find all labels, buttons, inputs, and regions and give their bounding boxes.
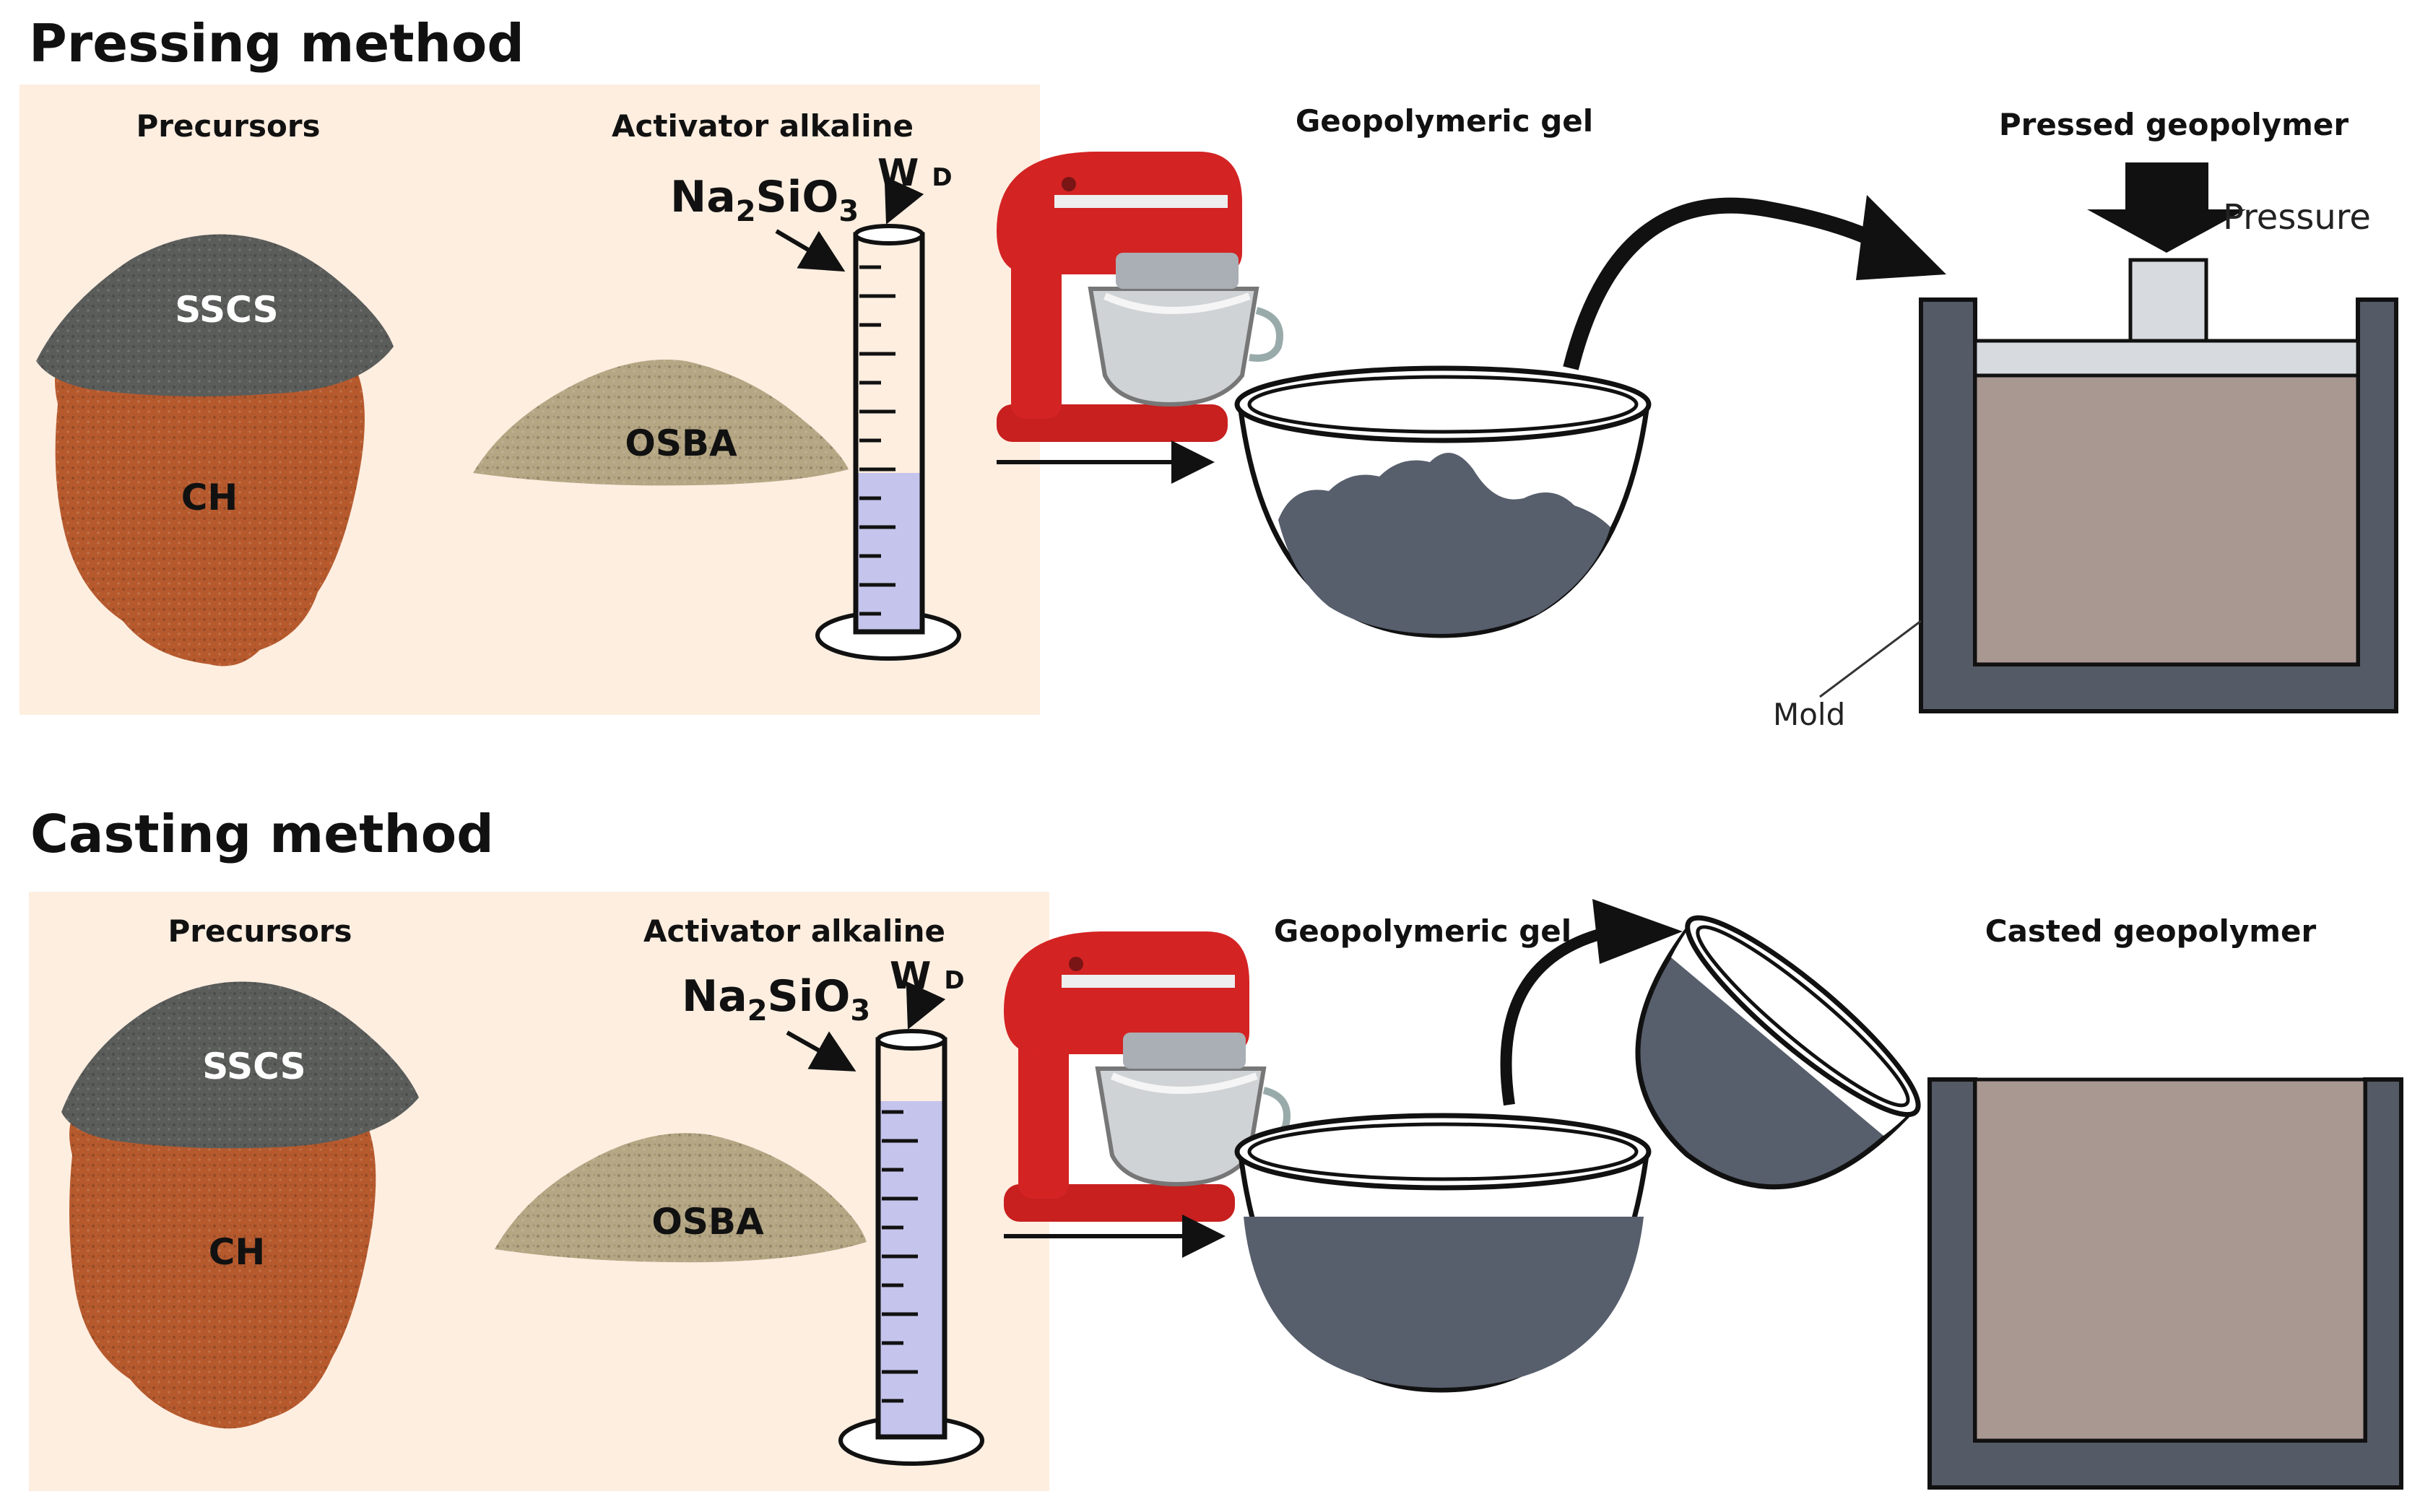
casting-ch-label: CH: [208, 1231, 266, 1273]
pressing-curved-arrowhead: [1856, 195, 1946, 280]
casting-curved-arrow: [1500, 926, 1612, 1106]
casting-pouring-bowl: [1635, 915, 1921, 1190]
pressing-ch-label: CH: [181, 477, 238, 518]
pressing-method-title: Pressing method: [29, 13, 524, 74]
casting-formula-arrow: [786, 1030, 856, 1072]
pressing-gel-label: Geopolymeric gel: [1295, 103, 1594, 139]
pressing-section: [19, 84, 2398, 715]
pressing-osba-label: OSBA: [625, 422, 737, 464]
casting-sscs-label: SSCS: [202, 1046, 306, 1087]
pressing-bowl-with-gel: [1234, 365, 1652, 638]
casting-ch-pile: [69, 1085, 376, 1429]
pressing-sscs-label: SSCS: [175, 289, 279, 331]
casting-osba-label: OSBA: [651, 1201, 764, 1243]
pressing-formula-arrow: [775, 229, 846, 272]
pressing-formula-label: Na2SiO3: [670, 172, 859, 228]
pressing-precursors-label: Precursors: [136, 108, 321, 144]
pressing-sscs-pile: [36, 234, 394, 396]
casting-sscs-pile: [61, 981, 419, 1149]
casting-curved-arrowhead: [1592, 899, 1683, 964]
pressing-mold: [1919, 162, 2398, 713]
pressing-activator-label: Activator alkaline: [611, 108, 914, 144]
pressing-osba-pile: [473, 360, 849, 486]
pressing-wd-arrow: [884, 175, 924, 225]
casting-activator-label: Activator alkaline: [643, 913, 946, 949]
casting-formula-label: Na2SiO3: [682, 971, 871, 1027]
pressing-curved-arrow: [1563, 197, 1896, 370]
pressing-ch-pile: [55, 326, 365, 666]
casting-result-label: Casted geopolymer: [1985, 913, 2317, 949]
pressing-pressure-label: Pressure: [2223, 197, 2371, 238]
pressing-graduated-cylinder: [815, 224, 961, 661]
casting-graduated-cylinder: [838, 1029, 984, 1466]
casting-mold: [1927, 1077, 2403, 1490]
casting-bowl-with-gel: [1234, 1113, 1652, 1393]
casting-osba-pile: [495, 1133, 867, 1263]
casting-precursors-label: Precursors: [168, 913, 352, 949]
pressing-mold-leader-line: [1819, 620, 1922, 698]
pressing-result-label: Pressed geopolymer: [1998, 107, 2349, 142]
pressing-mold-label: Mold: [1773, 697, 1846, 732]
casting-wd-arrow: [906, 981, 946, 1030]
casting-gel-label: Geopolymeric gel: [1273, 913, 1572, 949]
casting-method-title: Casting method: [30, 804, 494, 864]
casting-section: [29, 892, 2403, 1491]
